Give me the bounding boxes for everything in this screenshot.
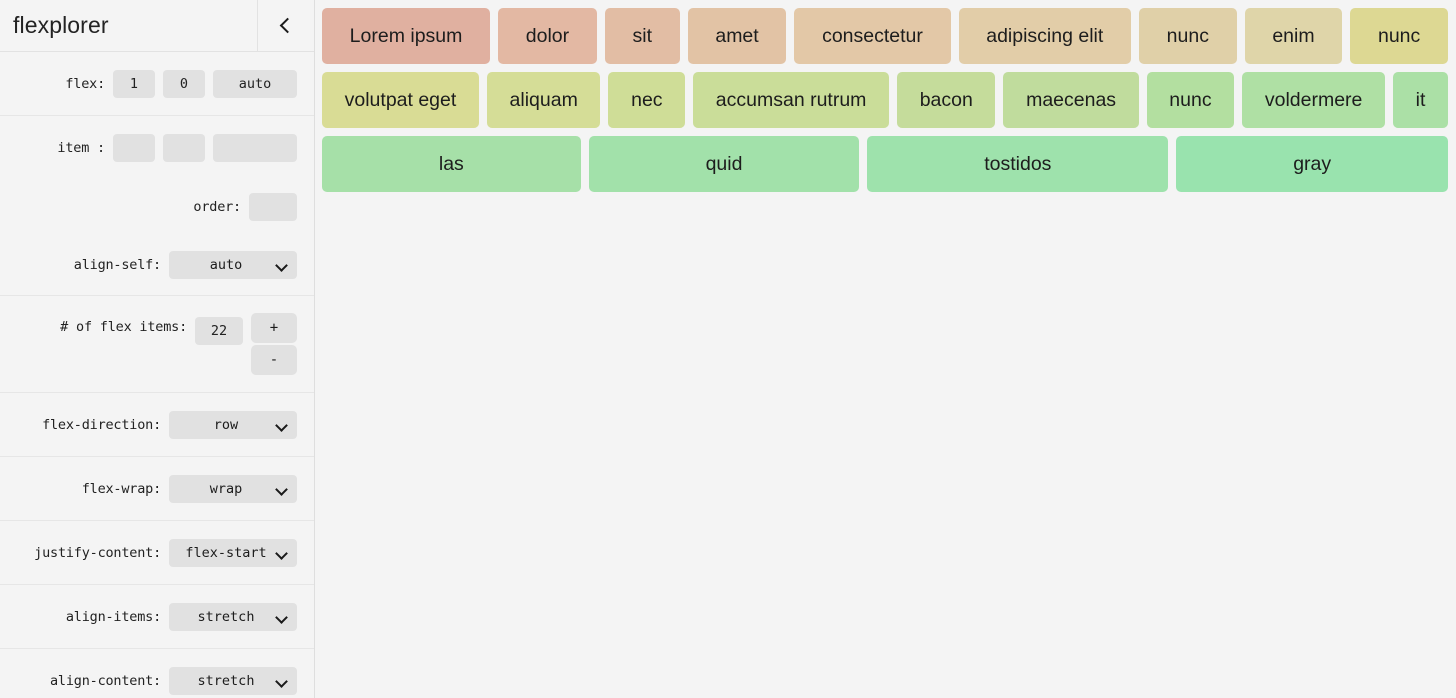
flex-item-label: adipiscing elit	[986, 24, 1104, 47]
justify-content-label: justify-content:	[34, 544, 161, 561]
flex-item-label: voldermere	[1264, 88, 1363, 111]
flex-direction-row: flex-direction: rowrow-reversecolumncolu…	[0, 393, 314, 457]
align-content-row: align-content: stretchflex-startflex-end…	[0, 649, 314, 698]
flex-item-label: sit	[632, 24, 652, 47]
chevron-left-icon	[279, 17, 296, 34]
flex-item-count-input[interactable]	[195, 317, 243, 345]
flex-item-label: enim	[1272, 24, 1315, 47]
flex-item[interactable]: adipiscing elit	[958, 8, 1131, 64]
flex-item[interactable]: volutpat eget	[322, 72, 479, 128]
flex-item[interactable]: dolor	[498, 8, 597, 64]
flex-grow-input[interactable]	[113, 69, 155, 98]
sidebar-header: flexplorer	[0, 0, 314, 52]
justify-content-select[interactable]: flex-startflex-endcenterspace-betweenspa…	[169, 538, 297, 567]
sidebar-collapse-button[interactable]	[257, 0, 314, 51]
flex-direction-label: flex-direction:	[42, 416, 161, 433]
flex-container: Lorem ipsum dolor sit amet consectetur adipis…	[315, 0, 1456, 200]
flex-inputs-group	[113, 69, 297, 98]
item-inputs-row: item :	[0, 116, 314, 180]
flex-item[interactable]: maecenas	[1003, 72, 1139, 128]
increment-button[interactable]: +	[251, 313, 297, 343]
flex-item[interactable]: consectetur	[794, 8, 951, 64]
flex-item-label: maecenas	[1026, 88, 1117, 111]
flex-item-label: quid	[705, 152, 743, 175]
flex-item-label: bacon	[919, 88, 973, 111]
align-content-label: align-content:	[50, 672, 161, 689]
align-items-select[interactable]: stretchflex-startflex-endcenterbaseline	[169, 602, 297, 631]
flex-item[interactable]: enim	[1244, 8, 1343, 64]
flex-item-label: gray	[1293, 152, 1332, 175]
flex-wrap-select[interactable]: nowrapwrapwrap-reverse	[169, 474, 297, 503]
flex-item-label: nunc	[1169, 88, 1212, 111]
item-input-2[interactable]	[163, 134, 205, 162]
flex-item[interactable]: tostidos	[867, 136, 1169, 192]
flex-item[interactable]: gray	[1176, 136, 1449, 192]
flex-wrap-select-wrap: nowrapwrapwrap-reverse	[169, 474, 297, 503]
sidebar: flexplorer flex: item : order:	[0, 0, 315, 698]
flex-wrap-row: flex-wrap: nowrapwrapwrap-reverse	[0, 457, 314, 521]
flex-item-label: nunc	[1166, 24, 1209, 47]
flex-item-label: amet	[715, 24, 759, 47]
flex-item-label: accumsan rutrum	[715, 88, 867, 111]
order-label: order:	[193, 199, 241, 215]
align-content-select-wrap: stretchflex-startflex-endcenterspace-bet…	[169, 666, 297, 695]
flex-item[interactable]: nunc	[1350, 8, 1448, 64]
app-title: flexplorer	[13, 12, 109, 38]
flex-direction-select[interactable]: rowrow-reversecolumncolumn-reverse	[169, 410, 297, 439]
flex-basis-input[interactable]	[213, 69, 297, 98]
flex-item-count-stepper: + -	[251, 313, 297, 375]
flex-item-count-label: # of flex items:	[60, 319, 187, 335]
flex-item[interactable]: accumsan rutrum	[693, 72, 890, 128]
flex-item[interactable]: amet	[687, 8, 787, 64]
flex-wrap-label: flex-wrap:	[81, 480, 161, 497]
flex-item-count-row: # of flex items: + -	[0, 296, 314, 393]
flex-item-label: it	[1415, 88, 1426, 111]
align-items-row: align-items: stretchflex-startflex-endce…	[0, 585, 314, 649]
order-row: order:	[0, 180, 314, 234]
flex-label: flex:	[65, 75, 105, 92]
flex-item-label: las	[438, 152, 464, 175]
flex-item[interactable]: aliquam	[486, 72, 601, 128]
flex-item[interactable]: nunc	[1139, 8, 1237, 64]
flex-item[interactable]: voldermere	[1242, 72, 1386, 128]
align-self-label: align-self:	[73, 256, 161, 273]
item-input-3[interactable]	[213, 134, 297, 162]
align-self-select-wrap: autoflex-startflex-endcenterbaselinestre…	[169, 250, 297, 279]
item-input-1[interactable]	[113, 134, 155, 162]
item-label: item :	[57, 140, 105, 156]
flex-item[interactable]: nec	[608, 72, 686, 128]
flex-item[interactable]: it	[1393, 72, 1449, 128]
align-self-select[interactable]: autoflex-startflex-endcenterbaselinestre…	[169, 250, 297, 279]
flex-canvas-panel: Lorem ipsum dolor sit amet consectetur adipis…	[315, 0, 1456, 698]
align-items-label: align-items:	[65, 608, 161, 625]
flex-direction-select-wrap: rowrow-reversecolumncolumn-reverse	[169, 410, 297, 439]
flex-item-label: Lorem ipsum	[349, 24, 463, 47]
item-inputs-group	[113, 134, 297, 162]
flex-item[interactable]: bacon	[897, 72, 996, 128]
decrement-button[interactable]: -	[251, 345, 297, 375]
justify-content-select-wrap: flex-startflex-endcenterspace-betweenspa…	[169, 538, 297, 567]
align-self-row: align-self: autoflex-startflex-endcenter…	[0, 234, 314, 296]
align-content-select[interactable]: stretchflex-startflex-endcenterspace-bet…	[169, 666, 297, 695]
justify-content-row: justify-content: flex-startflex-endcente…	[0, 521, 314, 585]
align-items-select-wrap: stretchflex-startflex-endcenterbaseline	[169, 602, 297, 631]
flex-item[interactable]: las	[322, 136, 581, 192]
flex-item[interactable]: sit	[604, 8, 680, 64]
flex-item-label: nunc	[1377, 24, 1421, 47]
flex-item[interactable]: nunc	[1146, 72, 1235, 128]
flex-item[interactable]: Lorem ipsum	[322, 8, 491, 64]
flex-item-label: consectetur	[822, 24, 923, 47]
flex-shorthand-row: flex:	[0, 52, 314, 116]
flex-shrink-input[interactable]	[163, 69, 205, 98]
flex-item-label: tostidos	[984, 152, 1052, 175]
flex-item[interactable]: quid	[588, 136, 860, 192]
order-input[interactable]	[249, 193, 297, 221]
flex-item-label: aliquam	[509, 88, 578, 111]
flex-item-label: volutpat eget	[344, 88, 457, 111]
flex-item-label: nec	[631, 88, 663, 111]
flex-item-label: dolor	[525, 24, 570, 47]
